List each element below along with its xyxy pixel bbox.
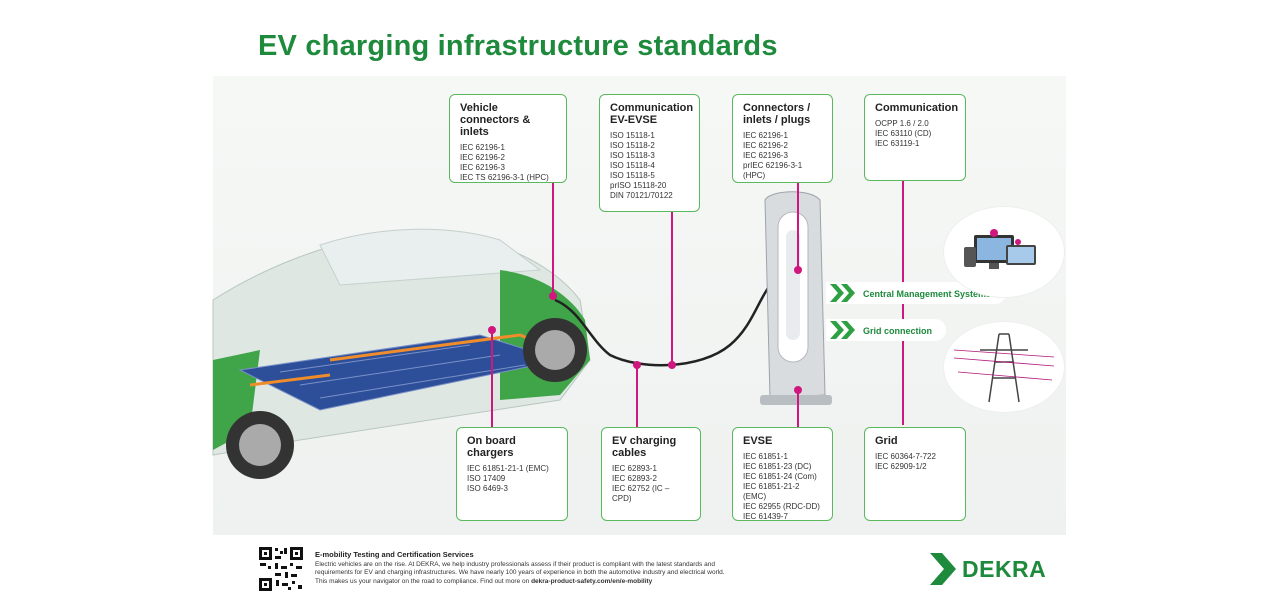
standard-item: IEC 60364-7-722 <box>875 452 936 461</box>
standard-item: IEC 63119-1 <box>875 139 920 148</box>
standard-item: DIN 70121/70122 <box>610 191 673 200</box>
standard-item: IEC 61851-24 (Com) <box>743 472 817 481</box>
box-on-board-chargers: On board chargers IEC 61851-21-1 (EMC) I… <box>456 427 568 521</box>
standard-item: IEC 62196-1 <box>460 143 505 152</box>
box-title: On board chargers <box>467 435 516 459</box>
footer-description: Electric vehicles are on the rise. At DE… <box>315 561 725 585</box>
standard-item: IEC 62196-3 <box>460 163 505 172</box>
standard-item: IEC 61851-23 (DC) <box>743 462 812 471</box>
cms-label: Central Management Systems <box>863 289 992 299</box>
standard-item: IEC 62196-1 <box>743 131 788 140</box>
standard-item: ISO 15118-4 <box>610 161 655 170</box>
power-line-illustration <box>944 322 1064 412</box>
standard-item: ISO 17409 <box>467 474 506 483</box>
chevron-right-icon <box>830 321 855 339</box>
connector-dots <box>488 266 802 394</box>
devices-illustration <box>944 207 1064 297</box>
standard-item: IEC 61851-21-1 (EMC) <box>467 464 549 473</box>
box-title: EV charging cables <box>612 435 677 459</box>
standard-item: ISO 15118-2 <box>610 141 655 150</box>
box-title: Connectors / inlets / plugs <box>743 102 811 126</box>
cms-banner <box>826 282 1006 304</box>
standard-item: IEC 62909-1/2 <box>875 462 927 471</box>
box-evse: EVSE IEC 61851-1 IEC 61851-23 (DC) IEC 6… <box>732 427 833 521</box>
standard-item: IEC 61439-7 <box>743 512 788 521</box>
standard-item: ISO 15118-3 <box>610 151 655 160</box>
standard-item: IEC 62196-2 <box>743 141 788 150</box>
box-communication: Communication OCPP 1.6 / 2.0 IEC 63110 (… <box>864 94 966 181</box>
box-title: Grid <box>875 435 898 447</box>
box-ev-charging-cables: EV charging cables IEC 62893-1 IEC 62893… <box>601 427 701 521</box>
standard-item: prISO 15118-20 <box>610 181 667 190</box>
qr-code-icon[interactable] <box>258 546 304 592</box>
standard-item: IEC 63110 (CD) <box>875 129 932 138</box>
box-title: Communication EV-EVSE <box>610 102 694 126</box>
standard-item: IEC 61851-21-2 (EMC) <box>743 482 800 501</box>
box-vehicle-connectors: Vehicle connectors & inlets IEC 62196-1 … <box>449 94 567 183</box>
chevron-right-icon <box>830 284 855 302</box>
standard-item: IEC 62196-2 <box>460 153 505 162</box>
standard-item: ISO 15118-1 <box>610 131 655 140</box>
standard-item: IEC 62752 (IC – CPD) <box>612 484 670 503</box>
connector-lines <box>491 180 904 427</box>
standard-item: IEC 62893-2 <box>612 474 657 483</box>
grid-connection-label: Grid connection <box>863 326 933 336</box>
box-title: Communication <box>875 102 959 114</box>
dekra-logo-icon <box>930 553 956 585</box>
standard-item: prIEC 62196-3-1 (HPC) <box>743 161 803 180</box>
page-title: EV charging infrastructure standards <box>258 30 778 62</box>
standard-item: IEC 62955 (RDC-DD) <box>743 502 820 511</box>
standard-item: OCPP 1.6 / 2.0 <box>875 119 929 128</box>
standard-item: ISO 15118-5 <box>610 171 655 180</box>
box-connectors-inlets-plugs: Connectors / inlets / plugs IEC 62196-1 … <box>732 94 833 183</box>
box-grid: Grid IEC 60364-7-722 IEC 62909-1/2 <box>864 427 966 521</box>
standard-item: IEC 62893-1 <box>612 464 657 473</box>
standard-item: ISO 6469-3 <box>467 484 508 493</box>
standard-item: IEC 61851-1 <box>743 452 788 461</box>
box-communication-ev-evse: Communication EV-EVSE ISO 15118-1 ISO 15… <box>599 94 700 212</box>
car-illustration <box>212 228 591 479</box>
devices-icon <box>964 229 1036 269</box>
footer-link[interactable]: dekra-product-safety.com/en/e-mobility <box>531 577 653 585</box>
transmission-tower-icon <box>953 333 1055 403</box>
standard-item: IEC 62196-3 <box>743 151 788 160</box>
dekra-logo: DEKRA <box>962 556 1047 582</box>
charging-station-illustration <box>760 191 832 405</box>
footer-heading: E-mobility Testing and Certification Ser… <box>315 550 474 559</box>
box-title: Vehicle connectors & inlets <box>460 102 531 138</box>
box-title: EVSE <box>743 435 773 447</box>
grid-connection-banner <box>826 319 946 341</box>
standard-item: IEC TS 62196-3-1 (HPC) <box>460 173 549 182</box>
